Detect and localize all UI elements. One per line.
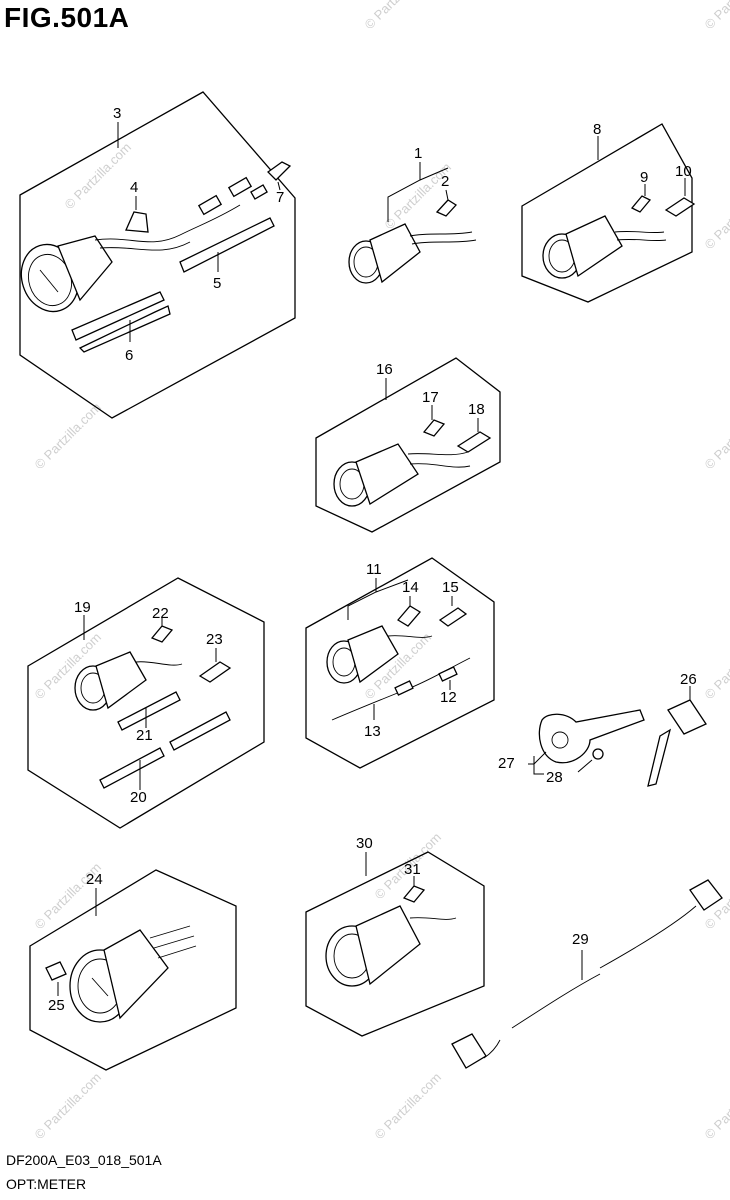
callout-29: 29 bbox=[572, 931, 589, 948]
figure-title: FIG.501A bbox=[4, 2, 130, 33]
watermark: © Partzilla.com bbox=[702, 400, 730, 473]
watermark: © Partzilla.com bbox=[702, 1070, 730, 1143]
kit-group-8 bbox=[521, 123, 696, 303]
callout-12: 12 bbox=[440, 689, 457, 706]
callout-13: 13 bbox=[364, 723, 381, 740]
callout-10: 10 bbox=[675, 163, 692, 180]
callout-25: 25 bbox=[48, 997, 65, 1014]
watermark: © Partzilla.com bbox=[702, 180, 730, 253]
callout-4: 4 bbox=[130, 179, 138, 196]
gauge-part bbox=[20, 204, 241, 313]
kit-group-24 bbox=[29, 869, 237, 1071]
watermark: © Partzilla.com bbox=[32, 1070, 105, 1143]
figure-name: OPT:METER bbox=[6, 1176, 87, 1192]
callout-19: 19 bbox=[74, 599, 91, 616]
callout-3: 3 bbox=[113, 105, 121, 122]
callout-17: 17 bbox=[422, 389, 439, 406]
callout-21: 21 bbox=[136, 727, 153, 744]
callout-9: 9 bbox=[640, 169, 648, 186]
watermark: © Partzilla.com bbox=[702, 0, 730, 32]
callout-18: 18 bbox=[468, 401, 485, 418]
callout-2: 2 bbox=[441, 173, 449, 190]
callout-16: 16 bbox=[376, 361, 393, 378]
callout-7: 7 bbox=[276, 189, 284, 206]
callout-23: 23 bbox=[206, 631, 223, 648]
figure-code: DF200A_E03_018_501A bbox=[6, 1152, 162, 1168]
callout-labels: 1 2 3 4 5 6 7 8 9 10 11 12 13 14 15 16 1… bbox=[48, 105, 697, 1014]
kit-group-11 bbox=[305, 557, 495, 769]
watermark: © Partzilla.com bbox=[32, 400, 105, 473]
kit-group-19 bbox=[27, 577, 265, 829]
watermark: © Partzilla.com bbox=[362, 0, 435, 32]
callout-11: 11 bbox=[366, 561, 382, 578]
callout-31: 31 bbox=[404, 861, 421, 878]
kit-group-30 bbox=[305, 851, 485, 1037]
callout-28: 28 bbox=[546, 769, 563, 786]
callout-20: 20 bbox=[130, 789, 147, 806]
callout-1: 1 bbox=[414, 145, 422, 162]
watermark: © Partzilla.com bbox=[372, 1070, 445, 1143]
harness-part-29 bbox=[451, 879, 723, 1069]
watermark: © Partzilla.com bbox=[702, 630, 730, 703]
callout-5: 5 bbox=[213, 275, 221, 292]
kit-group-16 bbox=[315, 357, 501, 533]
callout-14: 14 bbox=[402, 579, 419, 596]
callout-26: 26 bbox=[680, 671, 697, 688]
callout-8: 8 bbox=[593, 121, 601, 138]
callout-6: 6 bbox=[125, 347, 133, 364]
callout-22: 22 bbox=[152, 605, 169, 622]
callout-30: 30 bbox=[356, 835, 373, 852]
watermark: © Partzilla.com bbox=[62, 140, 135, 213]
kit-group-3 bbox=[19, 91, 296, 419]
sender-parts bbox=[528, 686, 707, 787]
kit-group-1 bbox=[348, 162, 477, 284]
parts-diagram: © Partzilla.com © Partzilla.com © Partzi… bbox=[19, 0, 730, 1143]
callout-15: 15 bbox=[442, 579, 459, 596]
callout-24: 24 bbox=[86, 871, 103, 888]
callout-27: 27 bbox=[498, 755, 515, 772]
